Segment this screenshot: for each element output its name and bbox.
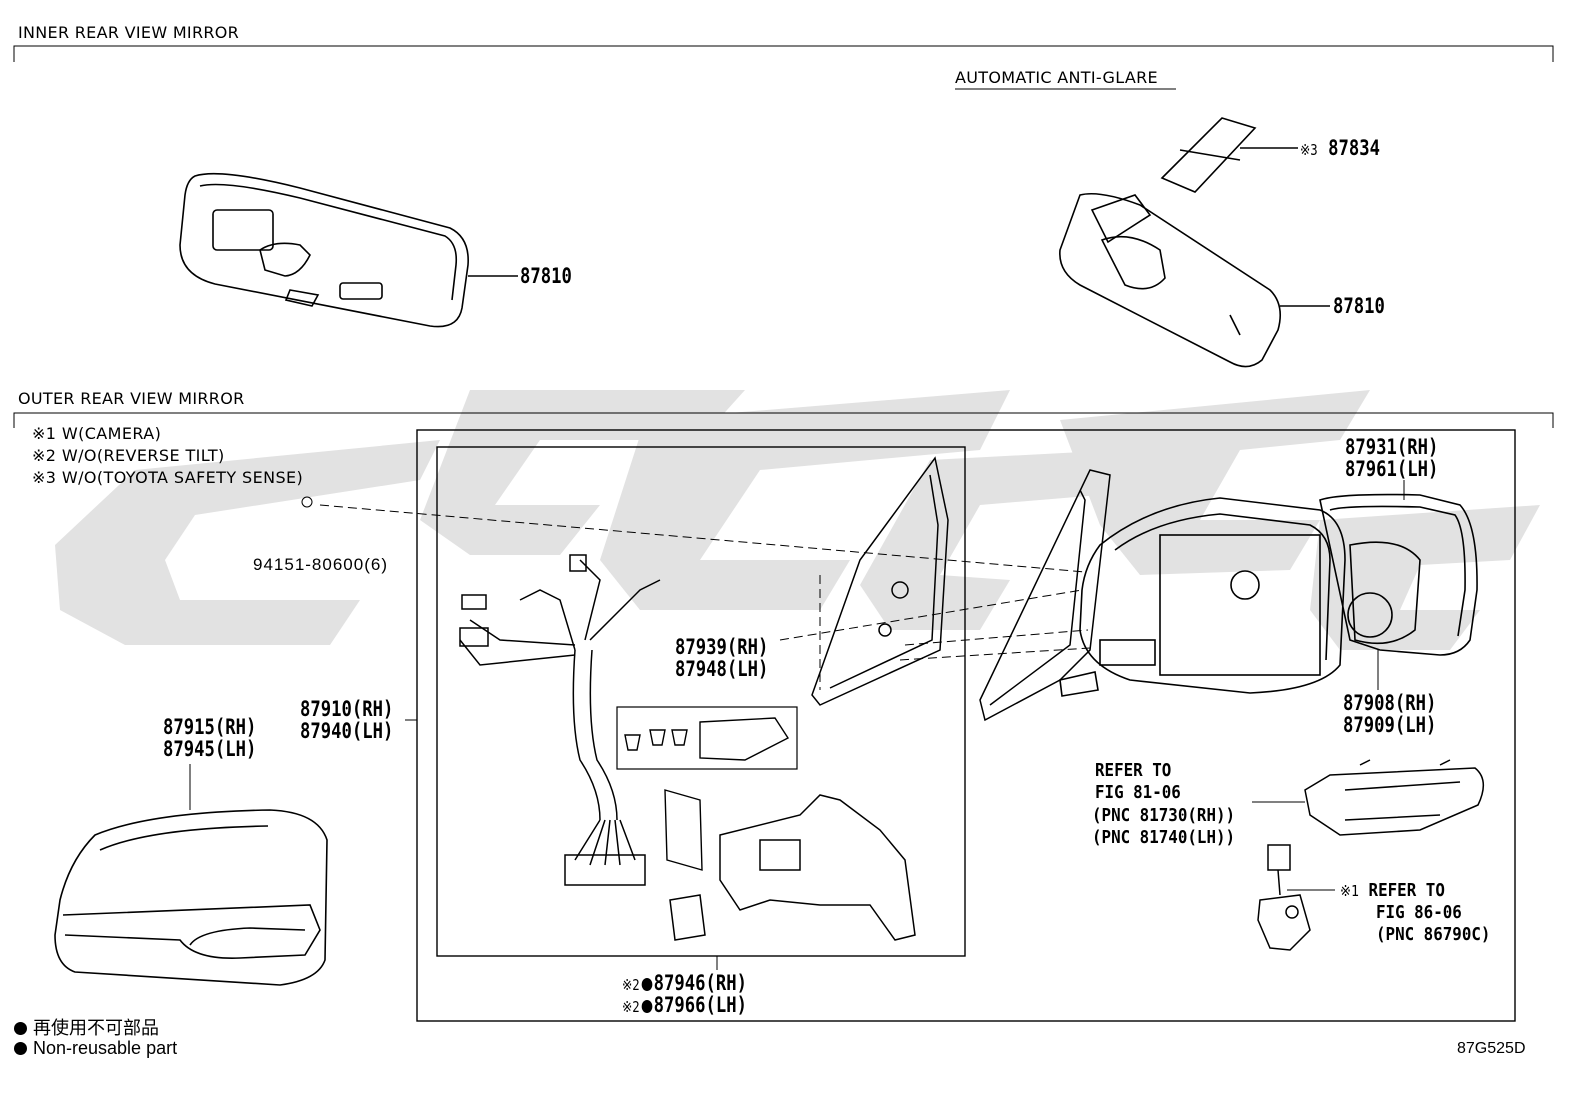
ref-camera-3[interactable]: (PNC 86790C)	[1376, 924, 1491, 945]
screw-kit-drawing	[624, 717, 790, 761]
tilt-note-mark: ※2	[622, 998, 640, 1016]
legend-dot	[14, 1022, 27, 1035]
inner-mirror-drawing	[179, 172, 518, 328]
inner-section-title: INNER REAR VIEW MIRROR	[18, 23, 240, 42]
figure-code: 87G525D	[1457, 1040, 1526, 1057]
part-cover-rh[interactable]: 87915(RH)	[163, 715, 257, 739]
part-inner-mirror[interactable]: 87810	[520, 264, 572, 288]
note-reverse-tilt: ※2 W/O(REVERSE TILT)	[32, 446, 225, 465]
non-reusable-dot	[641, 978, 653, 991]
inner-section-bracket	[13, 45, 1554, 62]
ref-turn-lamp-3[interactable]: (PNC 81730(RH))	[1092, 805, 1236, 826]
part-assy-lh[interactable]: 87940(LH)	[300, 719, 394, 743]
legend-en-text: Non-reusable part	[33, 1038, 178, 1058]
part-cover-87834[interactable]: ※3 87834	[1300, 137, 1380, 162]
antiglare-title: AUTOMATIC ANTI-GLARE	[955, 68, 1158, 87]
inner-parts-box	[436, 446, 966, 957]
part-base-rh[interactable]: 87939(RH)	[675, 635, 769, 659]
legend-dot	[14, 1042, 27, 1055]
cover-part-number: 87834	[1328, 136, 1380, 160]
dashed-leaders	[319, 504, 1091, 690]
part-housing-lh[interactable]: 87909(LH)	[1343, 713, 1437, 737]
watermark-logo	[55, 390, 1540, 650]
outer-section-title: OUTER REAR VIEW MIRROR	[18, 389, 245, 408]
part-assy-rh[interactable]: 87910(RH)	[300, 697, 394, 721]
auto-mirror-drawing	[1059, 117, 1330, 368]
camera-drawing	[1257, 844, 1311, 951]
part-tilt-rh[interactable]: ※2 87946(RH)	[622, 972, 747, 997]
mirror-housing-drawing	[1059, 497, 1346, 697]
mirror-base-drawing	[811, 456, 949, 706]
legend-en: Non-reusable part	[14, 1038, 177, 1059]
legend-jp: 再使用不可部品	[14, 1014, 159, 1040]
outer-section-bracket	[13, 412, 1554, 428]
ref-turn-lamp-4[interactable]: (PNC 81740(LH))	[1092, 827, 1236, 848]
ref-camera-2[interactable]: FIG 86-06	[1376, 902, 1462, 923]
screw-kit-box	[616, 706, 798, 770]
camera-ref-line-1: REFER TO	[1368, 880, 1445, 901]
gasket-drawing	[664, 789, 703, 871]
note-safety-sense: ※3 W/O(TOYOTA SAFETY SENSE)	[32, 468, 304, 487]
mirror-cover-drawing	[54, 809, 328, 986]
note-camera: ※1 W(CAMERA)	[32, 424, 162, 443]
part-mirror-rh[interactable]: 87931(RH)	[1345, 435, 1439, 459]
cover-note-mark: ※3	[1300, 141, 1318, 159]
camera-note-mark: ※1	[1340, 882, 1360, 900]
turn-lamp-drawing	[1304, 759, 1484, 836]
part-mirror-lh[interactable]: 87961(LH)	[1345, 457, 1439, 481]
wire-harness-drawing	[459, 554, 661, 886]
part-housing-rh[interactable]: 87908(RH)	[1343, 691, 1437, 715]
part-bolt[interactable]: 94151-80600(6)	[253, 555, 388, 574]
part-auto-mirror[interactable]: 87810	[1333, 294, 1385, 318]
ref-turn-lamp-1[interactable]: REFER TO	[1095, 760, 1172, 781]
part-tilt-lh[interactable]: ※2 87966(LH)	[622, 994, 747, 1019]
non-reusable-dot	[641, 1000, 653, 1013]
legend-jp-text: 再使用不可部品	[33, 1018, 159, 1038]
part-base-lh[interactable]: 87948(LH)	[675, 657, 769, 681]
tilt-note-mark: ※2	[622, 976, 640, 994]
retractor-motor-drawing	[669, 794, 916, 941]
ref-camera-1[interactable]: ※1 REFER TO	[1340, 880, 1445, 902]
label-leaders	[189, 480, 1405, 891]
tilt-lh-number: 87966(LH)	[653, 993, 747, 1017]
outer-assembly-box	[416, 429, 1516, 1022]
part-cover-lh[interactable]: 87945(LH)	[163, 737, 257, 761]
mirror-surface-drawing	[1319, 493, 1478, 656]
tilt-rh-number: 87946(RH)	[653, 971, 747, 995]
ref-turn-lamp-2[interactable]: FIG 81-06	[1095, 782, 1181, 803]
